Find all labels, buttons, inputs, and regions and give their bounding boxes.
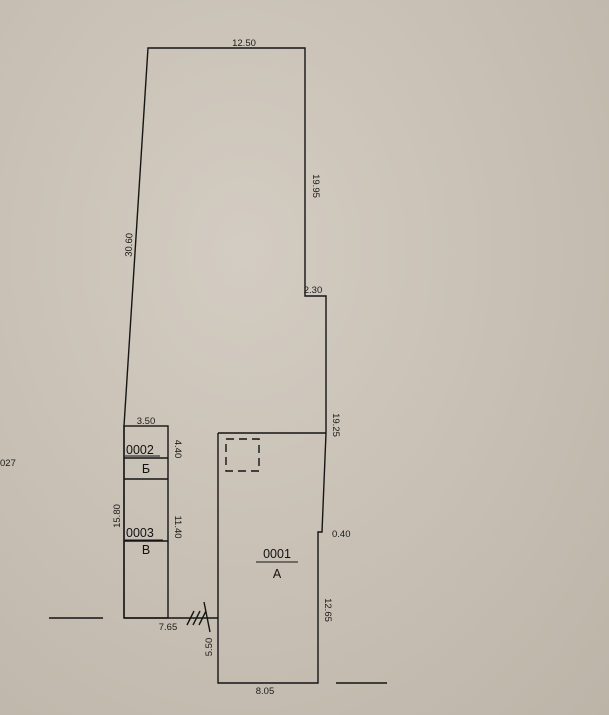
dim-right-lower: 12.65 bbox=[322, 598, 333, 622]
plot-boundary-lower bbox=[217, 432, 327, 684]
dim-bottom-left: 7.65 bbox=[159, 622, 178, 633]
plot-boundary bbox=[123, 47, 327, 618]
building-0001-letter: А bbox=[273, 567, 282, 581]
dim-right-upper: 19.95 bbox=[310, 174, 321, 198]
building-0002-number: 0002 bbox=[126, 443, 154, 457]
gate-symbol bbox=[186, 601, 211, 633]
dim-gate: 5.50 bbox=[204, 638, 215, 657]
building-0003-letter: В bbox=[142, 543, 150, 557]
dim-small-top: 3.50 bbox=[137, 416, 156, 427]
dim-small-upper-side: 4.40 bbox=[172, 440, 183, 459]
dim-left-lower: 15.80 bbox=[112, 504, 123, 528]
dim-step: 2.30 bbox=[304, 285, 323, 296]
dim-bottom-right: 8.05 bbox=[256, 686, 275, 697]
dim-top: 12.50 bbox=[232, 38, 256, 49]
building-0002-letter: Б bbox=[142, 462, 150, 476]
dim-small-lower-side: 11.40 bbox=[172, 515, 183, 538]
dim-offset: 0.40 bbox=[332, 529, 351, 540]
building-0003-number: 0003 bbox=[126, 526, 154, 540]
outbuilding-outline bbox=[123, 425, 169, 619]
edge-fragment: 027 bbox=[0, 458, 16, 469]
dashed-annex-outline bbox=[225, 438, 260, 472]
dim-right-mid: 19.25 bbox=[330, 413, 341, 437]
building-0001-number: 0001 bbox=[263, 547, 291, 561]
dim-left-long: 30.60 bbox=[124, 233, 136, 257]
